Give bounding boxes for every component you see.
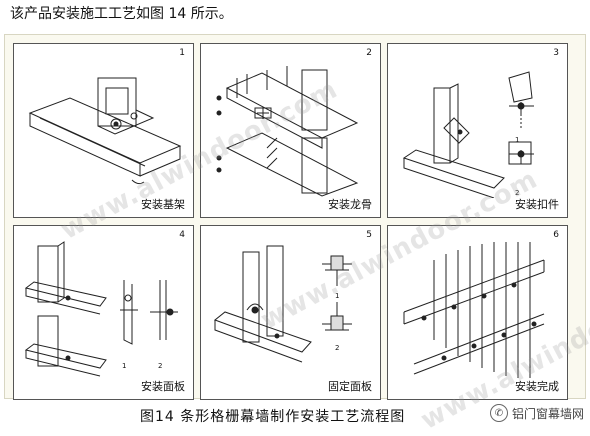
badge-text: 铝门窗幕墙网 [511, 406, 584, 421]
sub-label: 2 [158, 362, 163, 370]
panel-caption: 安装基架 [141, 198, 185, 211]
panel-number: 6 [553, 230, 559, 240]
panel-fix-face-panel: 5 1 2 固定面板 [200, 225, 381, 400]
panel-number: 3 [553, 48, 559, 58]
figure-caption: 图14 条形格栅幕墙制作安装工艺流程图 [140, 409, 406, 425]
panel-caption: 安装扣件 [515, 198, 559, 211]
wechat-icon: ✆ [489, 404, 508, 422]
base-frame-drawing [28, 77, 182, 185]
panel-install-face-panel: 4 1 2 安装面板 [13, 225, 194, 400]
sub-label: 1 [122, 362, 127, 370]
fix-panel-drawing [213, 245, 352, 363]
panel-install-clip: 3 1 2 安装扣件 [387, 43, 568, 218]
face-panel-drawing [24, 241, 178, 377]
sub-label: 1 [335, 292, 340, 300]
panel-caption: 安装完成 [515, 380, 559, 393]
source-badge: ✆ 铝门窗幕墙网 [489, 404, 584, 422]
sub-label: 1 [515, 136, 520, 144]
sub-label: 2 [335, 344, 340, 352]
panel-number: 5 [366, 230, 372, 240]
sub-label: 2 [515, 189, 520, 197]
panel-number: 2 [366, 48, 372, 58]
figure-frame: 1 安装基架 2 [4, 34, 590, 436]
panel-number: 4 [179, 230, 185, 240]
panel-caption: 安装龙骨 [328, 198, 372, 211]
panel-caption: 固定面板 [328, 380, 372, 393]
keel-drawing [216, 66, 359, 197]
clip-drawing [402, 71, 534, 198]
completed-facade-drawing [403, 242, 545, 378]
panel-install-keel: 2 安装龙骨 [200, 43, 381, 218]
panel-installation-complete: 6 安装完成 [387, 225, 568, 400]
panel-number: 1 [179, 48, 185, 58]
panel-install-base-frame: 1 安装基架 [13, 43, 194, 218]
panel-caption: 安装面板 [141, 380, 185, 393]
intro-text: 该产品安装施工工艺如图 14 所示。 [10, 6, 233, 22]
